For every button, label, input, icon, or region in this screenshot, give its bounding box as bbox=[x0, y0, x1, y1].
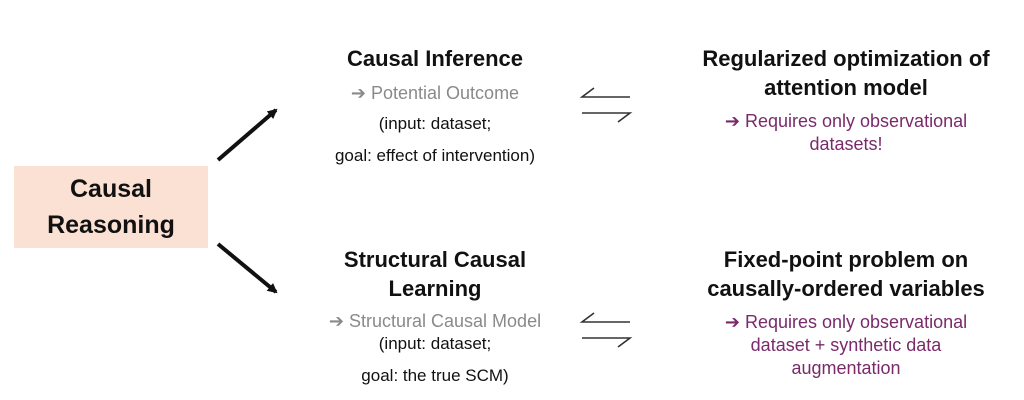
structural-causal-learning-detail-2: goal: the true SCM) bbox=[361, 366, 509, 385]
causal-inference-detail-1: (input: dataset; bbox=[378, 114, 492, 133]
structural-causal-learning-title-1: Structural Causal bbox=[343, 247, 527, 272]
structural-causal-learning-detail-1: (input: dataset; bbox=[378, 334, 492, 353]
exchange-harpoon-bottom-icon bbox=[579, 312, 633, 348]
exchange-harpoon-top-icon bbox=[579, 87, 633, 123]
causal-reasoning-node: Causal Reasoning bbox=[14, 166, 208, 248]
structural-causal-learning-title-2: Learning bbox=[388, 276, 482, 301]
arrow-to-structural-causal-learning-icon bbox=[216, 242, 278, 294]
causal-inference-subtitle: ➔ Potential Outcome bbox=[350, 83, 520, 103]
regularized-optimization-block: Regularized optimization of attention mo… bbox=[668, 44, 1024, 156]
fixed-point-problem-note-2: dataset + synthetic data bbox=[750, 335, 942, 355]
fixed-point-problem-title-2: causally-ordered variables bbox=[707, 276, 985, 301]
fixed-point-problem-title-1: Fixed-point problem on bbox=[723, 247, 969, 272]
regularized-optimization-note-1: ➔ Requires only observational bbox=[724, 111, 968, 131]
regularized-optimization-note-2: datasets! bbox=[809, 134, 883, 154]
root-label-line-1: Causal bbox=[70, 175, 152, 203]
fixed-point-problem-block: Fixed-point problem on causally-ordered … bbox=[668, 245, 1024, 380]
fixed-point-problem-note-1: ➔ Requires only observational bbox=[724, 312, 968, 332]
structural-causal-learning-subtitle: ➔ Structural Causal Model bbox=[328, 311, 542, 331]
regularized-optimization-title-2: attention model bbox=[764, 75, 928, 100]
arrow-to-causal-inference-icon bbox=[216, 108, 278, 162]
causal-inference-detail-2: goal: effect of intervention) bbox=[334, 146, 536, 165]
regularized-optimization-title-1: Regularized optimization of bbox=[702, 46, 990, 71]
causal-inference-block: Causal Inference ➔ Potential Outcome (in… bbox=[270, 44, 600, 167]
fixed-point-problem-note-3: augmentation bbox=[791, 358, 901, 378]
root-label-line-2: Reasoning bbox=[47, 211, 175, 239]
structural-causal-learning-block: Structural Causal Learning ➔ Structural … bbox=[270, 245, 600, 387]
causal-inference-title: Causal Inference bbox=[346, 46, 524, 71]
